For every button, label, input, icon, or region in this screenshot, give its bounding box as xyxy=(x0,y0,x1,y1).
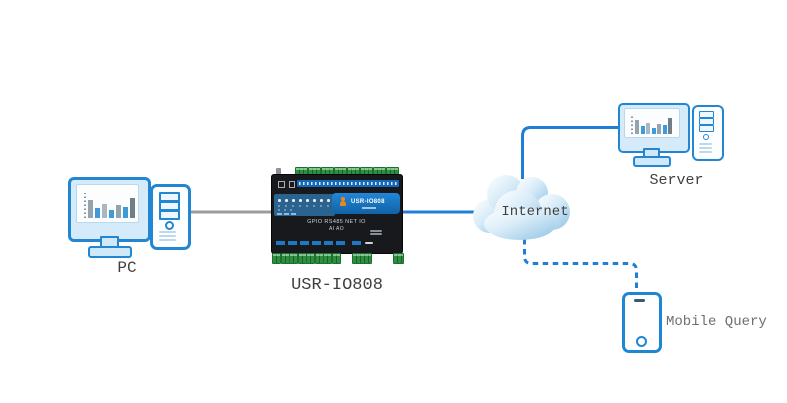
bottom-label-strip xyxy=(276,241,348,245)
brand-panel: USR-IO808 xyxy=(332,193,400,214)
terminal-block xyxy=(306,253,315,264)
usr-logo-icon xyxy=(341,197,345,201)
bottom-label-strip xyxy=(352,241,361,245)
terminal-block xyxy=(323,253,332,264)
pc-label: PC xyxy=(117,259,137,277)
antenna-connector xyxy=(276,168,281,175)
top-label-strip xyxy=(297,180,399,187)
terminal-block xyxy=(272,253,281,264)
pc-tower-icon xyxy=(150,184,191,250)
faceplate-line2: AI AO xyxy=(328,226,345,232)
internet-label: Internet xyxy=(501,204,569,220)
bar-chart-axis xyxy=(631,115,633,134)
pc-monitor-screen xyxy=(76,184,139,223)
internet-cloud-icon xyxy=(473,175,570,240)
antenna-icon xyxy=(278,181,285,188)
io808-device-icon: USR-IO808 GPIO RS485 NET IO AI AO xyxy=(270,166,404,272)
terminal-block xyxy=(289,253,298,264)
bar-chart-axis xyxy=(84,193,86,218)
faceplate-line1: GPIO RS485 NET IO xyxy=(307,219,366,225)
wire-internet-to-mobile-dashed xyxy=(523,239,638,291)
tiny-text-mark xyxy=(365,241,373,244)
pc-monitor-icon xyxy=(68,177,151,242)
mobile-phone-icon xyxy=(622,292,662,353)
server-tower-icon xyxy=(692,105,724,161)
pc-monitor-base xyxy=(88,246,132,258)
device-brand-text: USR-IO808 xyxy=(351,199,385,205)
phone-speaker xyxy=(634,299,645,302)
server-monitor-base xyxy=(633,156,671,167)
mobile-label: Mobile Query xyxy=(666,314,767,330)
server-monitor-screen xyxy=(624,108,680,138)
grid-icon xyxy=(289,181,295,188)
server-label: Server xyxy=(649,172,704,189)
bar-chart-icon xyxy=(88,191,135,218)
terminal-block xyxy=(332,253,341,264)
wire-internet-to-server xyxy=(521,126,619,179)
tiny-text-mark xyxy=(370,233,382,235)
phone-home-button xyxy=(636,336,647,347)
led-indicator-panel xyxy=(274,194,335,216)
terminal-block xyxy=(352,253,372,264)
server-monitor-icon xyxy=(618,103,690,153)
tiny-text-mark xyxy=(370,230,382,232)
device-label: USR-IO808 xyxy=(291,276,383,295)
terminal-block xyxy=(393,253,404,264)
bar-chart-icon xyxy=(635,113,672,134)
